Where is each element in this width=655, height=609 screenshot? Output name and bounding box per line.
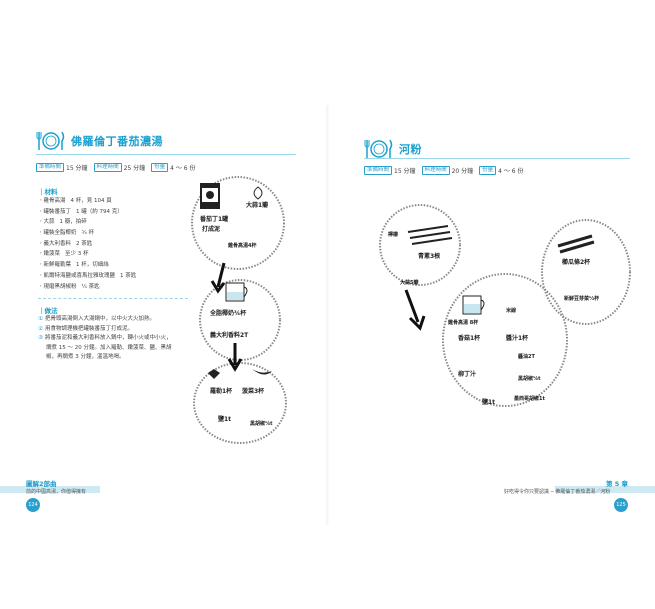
illus-label: 米線 bbox=[506, 307, 516, 314]
servings-tag: 份量 bbox=[479, 166, 497, 175]
footer-chapter: 第 5 章 bbox=[606, 480, 629, 488]
servings-value: 4 ～ 6 份 bbox=[170, 165, 196, 172]
title-rule bbox=[364, 158, 630, 159]
herbs-icon bbox=[208, 369, 272, 379]
page-number: 125 bbox=[614, 498, 628, 512]
zucchini-icon bbox=[557, 234, 595, 254]
steps-heading: ｜做法 bbox=[38, 307, 58, 315]
illus-label: 羅勒1杯 bbox=[210, 387, 233, 395]
footer-band bbox=[555, 486, 655, 493]
illus-label: 香菇1杯 bbox=[457, 334, 481, 342]
recipe-title: 河粉 bbox=[399, 143, 422, 156]
footer-text: 好吃得令你只要認識 ─ 佛羅倫丁番茄濃湯／河粉 bbox=[504, 489, 611, 495]
illus-label: 黑胡椒¼t bbox=[518, 375, 541, 382]
cook-time-value: 20 分鐘 bbox=[451, 168, 474, 175]
list-item: 燜煮 15 ～ 20 分鐘。加入羅勒、嫩菠菜、鹽、黑胡 bbox=[46, 344, 172, 351]
time-row: 準備時間 15 分鐘 料理時間 20 分鐘 份量 4 ～ 6 份 bbox=[364, 166, 530, 175]
illus-label: 鹽1t bbox=[218, 415, 231, 423]
plate-cutlery-icon bbox=[36, 131, 65, 150]
illus-label: 黑胡椒¼t bbox=[250, 420, 273, 427]
list-item: 雞骨高湯4 杯，見 104 頁 bbox=[38, 196, 136, 207]
illus-label: 墨西哥胡椒1t bbox=[514, 395, 545, 402]
scallion-icon bbox=[407, 225, 453, 245]
can-icon bbox=[200, 183, 220, 209]
time-row: 準備時間 15 分鐘 料理時間 25 分鐘 份量 4 ～ 6 份 bbox=[36, 163, 202, 172]
illus-label: 打成泥 bbox=[202, 225, 220, 233]
illus-label: 醬汁1杯 bbox=[506, 334, 529, 342]
plate-cutlery-icon bbox=[364, 139, 393, 158]
list-item: 義大利香料2 茶匙 bbox=[38, 239, 136, 250]
recipe-title: 佛羅倫丁番茄濃湯 bbox=[71, 135, 163, 148]
recipe-title-row: 佛羅倫丁番茄濃湯 bbox=[36, 130, 163, 152]
recipe-illustration-right: 檸檬 青蔥3根 大蒜5瓣 雞骨高湯 8杯 米線 香菇1杯 醬汁1杯 醬油2T 柳… bbox=[379, 204, 631, 407]
section-divider bbox=[38, 298, 188, 299]
title-rule bbox=[36, 154, 296, 155]
list-item: 椒，再燜煮 3 分鐘，溫溫地喝。 bbox=[46, 354, 125, 360]
ingredients-heading: ｜材料 bbox=[38, 188, 58, 196]
illus-label: 櫛瓜條2杯 bbox=[561, 258, 591, 266]
illus-label: 義大利香料2T bbox=[210, 331, 249, 339]
measuring-cup-icon bbox=[225, 282, 248, 302]
illus-label: 番茄丁1罐 bbox=[199, 215, 228, 223]
footer-text: 前的中國高湯，你值得擁有 bbox=[26, 489, 87, 495]
illus-label: 全脂椰奶¾杯 bbox=[209, 309, 247, 317]
illus-label: 大蒜1瓣 bbox=[246, 201, 268, 209]
prep-time-tag: 準備時間 bbox=[36, 163, 65, 172]
cook-time-value: 25 分鐘 bbox=[123, 165, 146, 172]
page-number: 124 bbox=[26, 498, 40, 512]
footer-band bbox=[0, 486, 100, 493]
recipe-title-row: 河粉 bbox=[364, 138, 422, 160]
illus-label: 雞骨高湯 8杯 bbox=[447, 319, 479, 326]
prep-time-value: 15 分鐘 bbox=[394, 168, 416, 175]
servings-value: 4 ～ 6 份 bbox=[498, 168, 524, 175]
book-gutter bbox=[326, 105, 330, 525]
left-page: 佛羅倫丁番茄濃湯 準備時間 15 分鐘 料理時間 25 分鐘 份量 4 ～ 6 … bbox=[0, 0, 328, 609]
illus-label: 柳丁汁 bbox=[458, 370, 476, 378]
illus-label: 菠菜3杯 bbox=[242, 387, 265, 395]
right-page: 河粉 準備時間 15 分鐘 料理時間 20 分鐘 份量 4 ～ 6 份 檸檬 青… bbox=[328, 0, 655, 609]
illus-label: 鹽1t bbox=[482, 398, 495, 406]
illus-label: 新鮮豆芽菜½杯 bbox=[564, 295, 600, 302]
illus-label: 雞骨高湯4杯 bbox=[227, 242, 257, 249]
illus-label: 大蒜5瓣 bbox=[400, 279, 418, 286]
list-item: 大蒜1 瓣，拍碎 bbox=[38, 217, 136, 228]
illus-label: 檸檬 bbox=[388, 231, 398, 238]
cook-time-tag: 料理時間 bbox=[93, 163, 122, 172]
servings-tag: 份量 bbox=[151, 163, 169, 172]
garlic-icon bbox=[253, 186, 263, 200]
measuring-cup-icon bbox=[462, 295, 485, 315]
illus-label: 醬油2T bbox=[518, 353, 535, 360]
prep-time-tag: 準備時間 bbox=[364, 166, 393, 175]
prep-time-value: 15 分鐘 bbox=[66, 165, 88, 172]
illus-label: 青蔥3根 bbox=[418, 252, 440, 260]
cook-time-tag: 料理時間 bbox=[421, 166, 450, 175]
recipe-illustration-left: 大蒜1瓣 番茄丁1罐 打成泥 雞骨高湯4杯 全脂椰奶¾杯 義大利香料2T 羅勒1… bbox=[191, 176, 287, 444]
footer-chapter: 圖解2部曲 bbox=[26, 480, 57, 488]
